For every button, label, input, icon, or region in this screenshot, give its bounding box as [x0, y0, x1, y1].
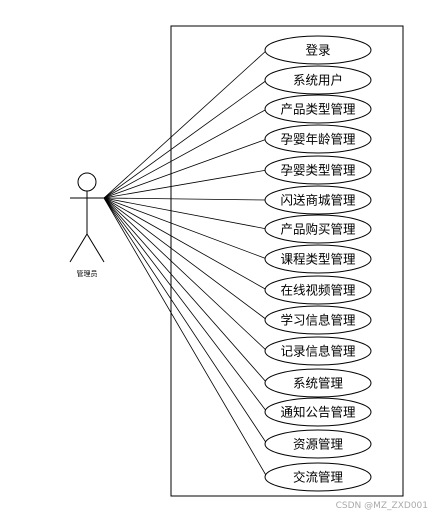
association-line	[103, 79, 268, 199]
actor-head	[77, 172, 97, 192]
use-case-label: 登录	[305, 43, 330, 58]
use-case-label: 学习信息管理	[280, 313, 356, 328]
use-case-group: 登录系统用户产品类型管理孕婴年龄管理孕婴类型管理闪送商城管理产品购买管理课程类型…	[264, 35, 372, 492]
use-case-ellipse	[264, 429, 372, 459]
actor-label: 管理员	[77, 269, 98, 278]
use-case-label: 交流管理	[293, 470, 344, 485]
association-line	[103, 197, 268, 445]
use-case-label: 产品购买管理	[280, 222, 356, 237]
use-case-ellipse	[264, 35, 372, 65]
actor-left-leg	[69, 233, 88, 263]
use-case-label: 在线视频管理	[280, 283, 356, 298]
use-case-ellipse	[264, 397, 372, 427]
use-case-ellipse	[264, 336, 372, 366]
use-case-label: 记录信息管理	[280, 344, 356, 359]
use-case: 交流管理	[264, 462, 372, 492]
use-case-ellipse	[264, 275, 372, 305]
use-case: 通知公告管理	[264, 397, 372, 427]
use-case-label: 课程类型管理	[280, 252, 356, 267]
use-case: 孕婴类型管理	[264, 155, 372, 185]
use-case-label: 孕婴类型管理	[280, 163, 356, 178]
use-case-label: 产品类型管理	[280, 102, 356, 117]
association-line	[103, 197, 268, 478]
use-case-ellipse	[264, 214, 372, 244]
association-line	[103, 197, 268, 291]
use-case-label: 系统管理	[293, 376, 344, 391]
use-case-ellipse	[264, 305, 372, 335]
use-case: 登录	[264, 35, 372, 65]
use-case-label: 通知公告管理	[280, 405, 356, 420]
use-case-ellipse	[264, 462, 372, 492]
association-line	[103, 49, 268, 199]
use-case-ellipse	[264, 94, 372, 124]
association-line	[103, 138, 268, 199]
use-case: 资源管理	[264, 429, 372, 459]
use-case-ellipse	[264, 368, 372, 398]
actor-right-leg	[86, 233, 105, 263]
association-lines	[103, 49, 268, 478]
use-case: 课程类型管理	[264, 244, 372, 274]
use-case: 在线视频管理	[264, 275, 372, 305]
association-line	[103, 197, 268, 352]
association-line	[103, 197, 268, 321]
use-case-label: 孕婴年龄管理	[280, 132, 356, 147]
actor-figure	[69, 172, 105, 263]
association-line	[103, 108, 268, 199]
use-case-label: 系统用户	[293, 73, 343, 88]
association-line	[103, 197, 268, 384]
association-line	[103, 169, 268, 199]
use-case-ellipse	[264, 185, 372, 215]
use-case-ellipse	[264, 65, 372, 95]
association-line	[103, 197, 268, 201]
use-case: 产品类型管理	[264, 94, 372, 124]
watermark: CSDN @MZ_ZXD001	[336, 501, 428, 511]
use-case: 产品购买管理	[264, 214, 372, 244]
use-case: 学习信息管理	[264, 305, 372, 335]
association-line	[103, 197, 268, 260]
association-line	[103, 197, 268, 413]
association-line	[103, 197, 268, 230]
use-case-label: 资源管理	[293, 437, 344, 452]
use-case: 闪送商城管理	[264, 185, 372, 215]
use-case-ellipse	[264, 124, 372, 154]
use-case-ellipse	[264, 155, 372, 185]
use-case: 记录信息管理	[264, 336, 372, 366]
use-case: 系统用户	[264, 65, 372, 95]
use-case-label: 闪送商城管理	[280, 193, 356, 208]
use-case-ellipse	[264, 244, 372, 274]
use-case: 系统管理	[264, 368, 372, 398]
use-case: 孕婴年龄管理	[264, 124, 372, 154]
